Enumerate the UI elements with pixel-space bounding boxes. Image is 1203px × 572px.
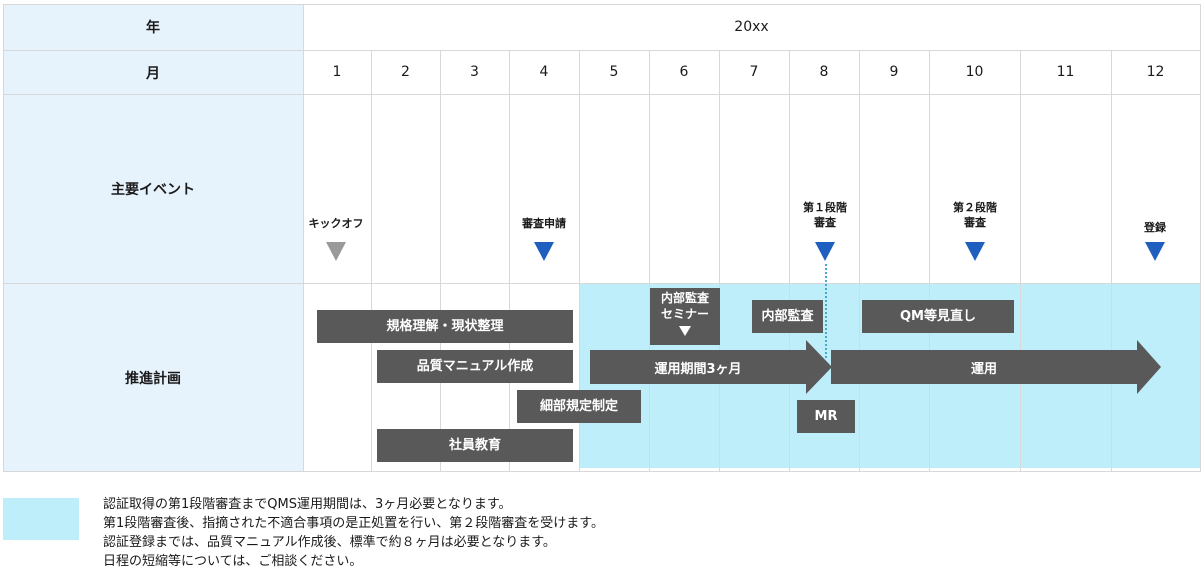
- bar-manual-creation: 品質マニュアル作成: [377, 350, 573, 383]
- event-registration-label: 登録: [1144, 221, 1166, 234]
- month-header-label: 月: [3, 50, 303, 95]
- events-row-label: 主要イベント: [3, 95, 303, 284]
- month-2: 2: [401, 64, 410, 80]
- plan-row-label: 推進計画: [3, 284, 303, 472]
- operation-3months-label: 運用期間3ヶ月: [654, 361, 742, 377]
- operation-3months-arrow: [590, 340, 832, 394]
- legend-swatch: [3, 498, 79, 540]
- bar-qm-review: QM等見直し: [862, 300, 1014, 333]
- stage2-marker-icon: [965, 242, 985, 261]
- event-application-label: 審査申請: [522, 217, 566, 230]
- bar-mr: MR: [797, 400, 855, 433]
- year-header-label: 年: [3, 4, 303, 50]
- month-9: 9: [889, 64, 899, 80]
- event-stage1-label: 第１段階 審査: [803, 201, 847, 229]
- note-line-4: 日程の短縮等については、ご相談ください。: [103, 554, 363, 569]
- month-1: 1: [332, 64, 342, 80]
- bar-detailed-rules: 細部規定制定: [517, 390, 641, 423]
- month-7: 7: [749, 64, 759, 80]
- month-12: 12: [1146, 64, 1165, 80]
- registration-marker-icon: [1145, 242, 1165, 261]
- month-4: 4: [539, 64, 549, 80]
- note-line-1: 認証取得の第1段階審査までQMS運用期間は、3ヶ月必要となります。: [103, 497, 512, 512]
- bar-employee-training: 社員教育: [377, 429, 573, 462]
- bar-internal-audit-seminar: 内部監査 セミナー: [650, 288, 720, 345]
- month-3: 3: [470, 64, 479, 80]
- bar-rules-review: 規格理解・現状整理: [317, 310, 573, 343]
- operation-arrow: [831, 340, 1161, 394]
- year-value: 20xx: [734, 19, 769, 35]
- seminar-arrow-icon: [679, 326, 691, 336]
- month-10: 10: [965, 64, 984, 80]
- operation-label: 運用: [970, 361, 997, 377]
- bar-internal-audit: 内部監査: [752, 300, 823, 333]
- month-6: 6: [679, 64, 689, 80]
- stage1-marker-icon: [815, 242, 835, 261]
- month-5: 5: [609, 64, 619, 80]
- event-stage2-label: 第２段階 審査: [953, 201, 997, 229]
- note-line-3: 認証登録までは、品質マニュアル作成後、標準で約８ヶ月は必要となります。: [103, 535, 556, 550]
- application-marker-icon: [534, 242, 554, 261]
- month-11: 11: [1056, 64, 1075, 80]
- month-8: 8: [819, 64, 829, 80]
- stage1-dotted-line: [825, 264, 827, 358]
- event-kickoff-label: キックオフ: [308, 217, 364, 230]
- kickoff-marker-icon: [326, 242, 346, 261]
- note-line-2: 第1段階審査後、指摘された不適合事項の是正処置を行い、第２段階審査を受けます。: [103, 516, 604, 531]
